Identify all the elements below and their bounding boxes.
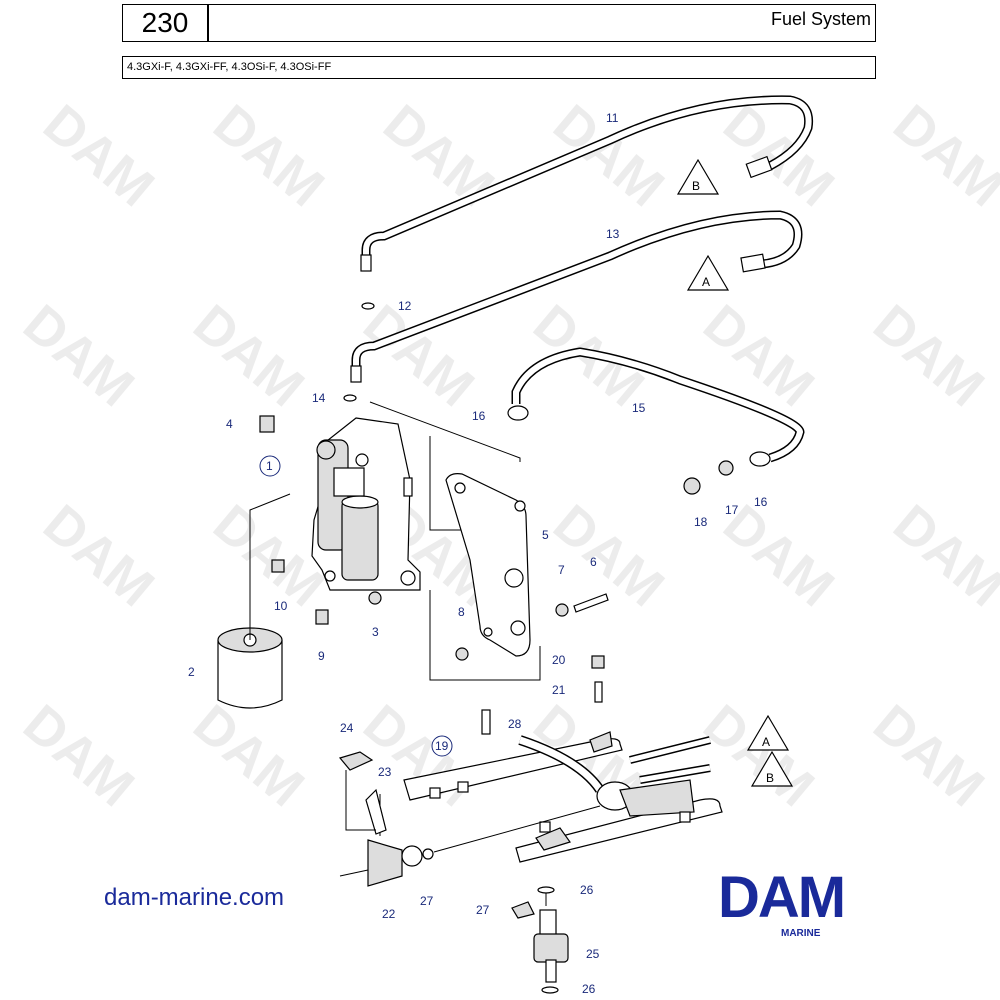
hose-23 <box>365 788 387 835</box>
callout-5: 5 <box>542 528 549 542</box>
model-box: 4.3GXi-F, 4.3GXi-FF, 4.3OSi-F, 4.3OSi-FF <box>122 56 876 79</box>
svg-text:DAM: DAM <box>882 493 1000 618</box>
svg-text:DAM: DAM <box>692 293 825 418</box>
callout-circle-1 <box>259 455 281 477</box>
model-list: 4.3GXi-F, 4.3GXi-FF, 4.3OSi-F, 4.3OSi-FF <box>127 61 332 73</box>
callout-18: 18 <box>694 515 708 529</box>
svg-text:DAM: DAM <box>32 93 165 218</box>
stud-6 <box>573 593 609 613</box>
callout-circle-19 <box>431 735 453 757</box>
callout-7: 7 <box>558 563 565 577</box>
callout-9: 9 <box>318 649 325 663</box>
fuel-filter-2 <box>217 493 291 709</box>
o-ring-26b <box>541 986 559 994</box>
nut-8 <box>455 647 469 661</box>
fuel-line-11 <box>360 95 814 272</box>
website-link[interactable]: dam-marine.com <box>104 884 285 911</box>
bolt-10 <box>271 559 285 573</box>
svg-text:B: B <box>766 771 774 785</box>
svg-text:DAM: DAM <box>32 493 165 618</box>
washer-7 <box>555 603 569 617</box>
connector-a-bottom <box>746 714 790 751</box>
callout-12: 12 <box>398 299 412 313</box>
callout-20: 20 <box>552 653 566 667</box>
connector-a-top <box>686 254 730 291</box>
svg-text:A: A <box>762 735 770 749</box>
callout-1: 1 <box>266 459 273 473</box>
svg-text:DAM: DAM <box>202 93 335 218</box>
callout-10: 10 <box>274 599 288 613</box>
callout-19: 19 <box>435 739 449 753</box>
fuel-line-15 <box>507 347 805 467</box>
cap-20 <box>591 655 605 669</box>
svg-text:DAM: DAM <box>882 93 1000 218</box>
o-ring-12 <box>361 302 375 310</box>
svg-text:DAM: DAM <box>862 293 995 418</box>
callout-17: 17 <box>725 503 739 517</box>
callout-24: 24 <box>340 721 354 735</box>
clamp-24 <box>338 751 374 771</box>
svg-text:A: A <box>702 275 710 289</box>
callout-16b: 16 <box>754 495 768 509</box>
clip-27 <box>511 901 535 919</box>
callout-15: 15 <box>632 401 646 415</box>
stud-28 <box>481 709 491 735</box>
watermark-layer: DAM DAM DAM DAM DAM DAM DAM DAM DAM DAM … <box>12 93 1000 818</box>
callout-labels: 1 2 3 4 5 6 7 8 9 10 11 12 13 14 15 16 1… <box>188 111 768 996</box>
brand-subtitle: MARINE <box>781 928 821 939</box>
o-ring-14 <box>343 394 357 402</box>
bracket-5 <box>429 473 541 681</box>
callout-2: 2 <box>188 665 195 679</box>
callout-27b: 27 <box>476 903 490 917</box>
callout-4: 4 <box>226 417 233 431</box>
callout-25: 25 <box>586 947 600 961</box>
callout-11: 11 <box>606 111 619 125</box>
callout-26a: 26 <box>580 883 594 897</box>
svg-text:B: B <box>692 179 700 193</box>
page-title: Fuel System <box>770 9 871 29</box>
fuel-injector-25 <box>533 890 569 983</box>
callout-6: 6 <box>590 555 597 569</box>
svg-text:DAM: DAM <box>12 293 145 418</box>
callout-23: 23 <box>378 765 392 779</box>
svg-text:DAM: DAM <box>12 693 145 818</box>
fitting-4 <box>259 415 275 433</box>
callout-14: 14 <box>312 391 326 405</box>
washer-3 <box>368 591 382 605</box>
callout-16a: 16 <box>472 409 486 423</box>
callout-28: 28 <box>508 717 522 731</box>
connector-b-bottom <box>750 750 794 787</box>
svg-text:DAM: DAM <box>372 93 505 218</box>
callout-8: 8 <box>458 605 465 619</box>
callout-13: 13 <box>606 227 620 241</box>
fuel-rail-19 <box>403 731 723 863</box>
valve-21 <box>594 681 603 703</box>
connector-b-top <box>676 158 720 195</box>
callout-27a: 27 <box>420 894 434 908</box>
bolt-9 <box>315 609 329 625</box>
brand-logo: DAM <box>718 865 846 930</box>
fuel-pump-module <box>311 401 521 591</box>
o-ring-26a <box>537 886 555 894</box>
svg-text:DAM: DAM <box>182 293 315 418</box>
fitting-17 <box>718 460 734 476</box>
callout-22: 22 <box>382 907 396 921</box>
callout-21: 21 <box>552 683 566 697</box>
page-number: 230 <box>122 4 208 42</box>
fuel-line-13 <box>350 210 803 383</box>
title-box: Fuel System <box>208 4 876 42</box>
svg-text:DAM: DAM <box>862 693 995 818</box>
fitting-18 <box>683 477 701 495</box>
svg-text:DAM: DAM <box>542 493 675 618</box>
callout-3: 3 <box>372 625 379 639</box>
svg-text:DAM: DAM <box>182 693 315 818</box>
callout-26b: 26 <box>582 982 596 996</box>
